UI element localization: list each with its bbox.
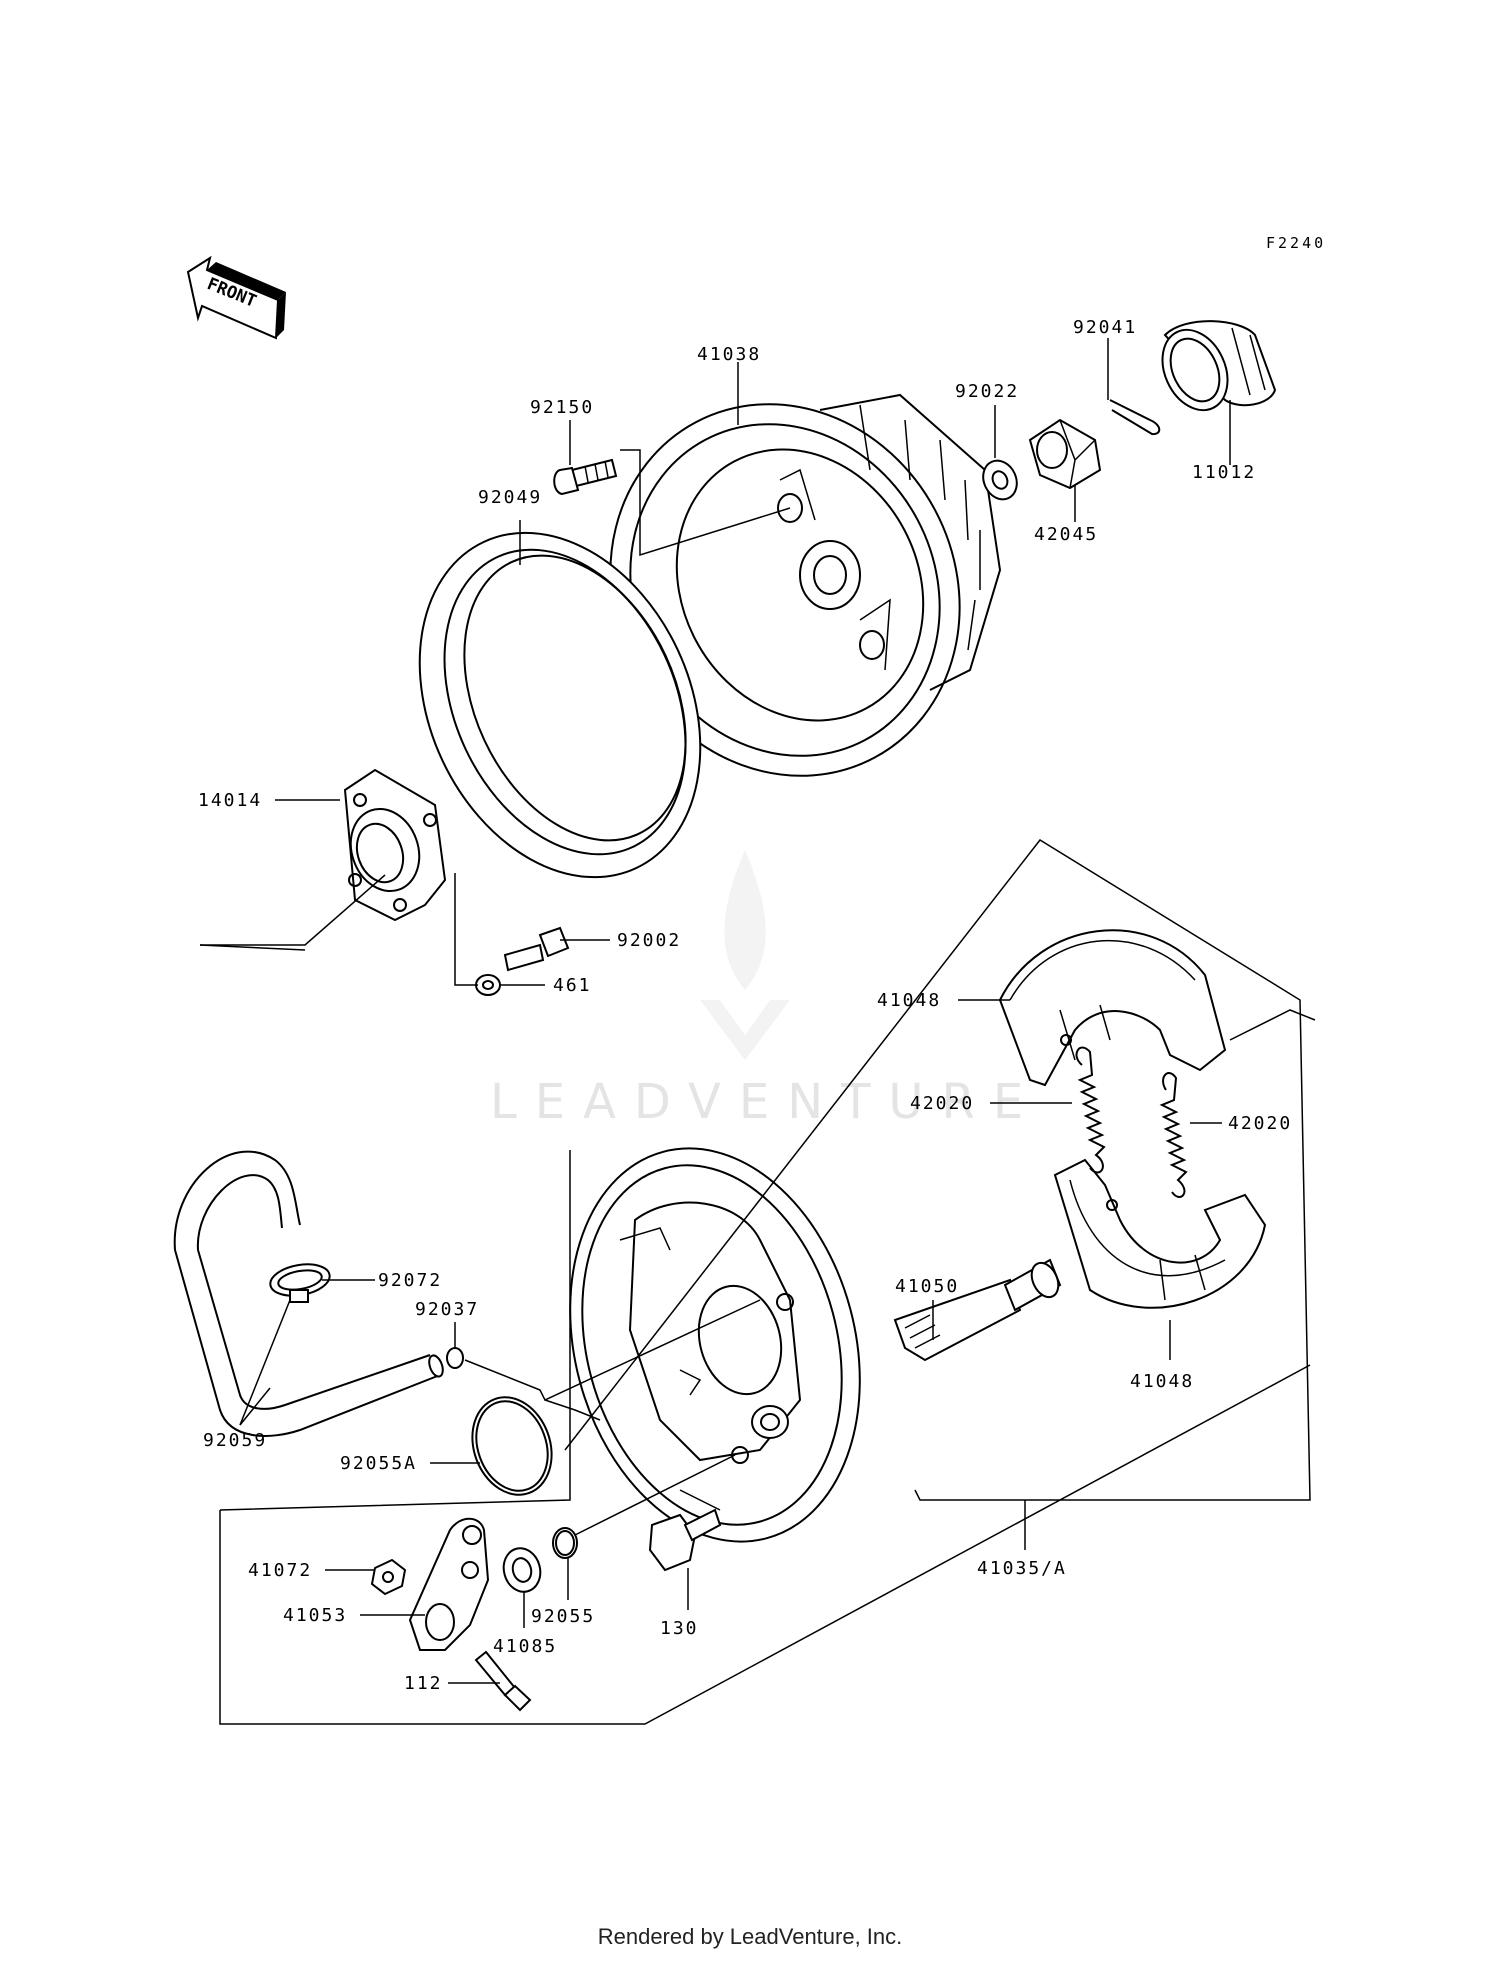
breather-hose-part (173, 1150, 444, 1437)
part-label-92002: 92002 (617, 930, 681, 951)
return-spring-left-part (1075, 1046, 1106, 1174)
part-label-41053: 41053 (283, 1605, 347, 1626)
part-label-41048-lower: 41048 (1130, 1371, 1194, 1392)
part-label-41038: 41038 (697, 344, 761, 365)
part-label-92055: 92055 (531, 1606, 595, 1627)
bolt-92150-part (553, 458, 618, 496)
bolt-92002-part (503, 926, 570, 972)
flange-bolt-130-part (648, 1508, 722, 1572)
o-ring-92055a-part (471, 1396, 553, 1496)
part-label-92059: 92059 (203, 1430, 267, 1451)
part-label-42020-left: 42020 (910, 1093, 974, 1114)
part-label-92049: 92049 (478, 487, 542, 508)
hose-clamp-part (269, 1263, 331, 1303)
part-label-92150: 92150 (530, 397, 594, 418)
o-ring-92055-part (552, 1527, 578, 1559)
castle-nut-part (1028, 418, 1102, 490)
cotter-pin-part (1109, 399, 1161, 436)
return-spring-right-part (1159, 1072, 1188, 1198)
diagram-code: F2240 (1266, 234, 1326, 252)
part-label-41072: 41072 (248, 1560, 312, 1581)
part-label-92055a: 92055A (340, 1453, 417, 1474)
part-label-42045: 42045 (1034, 524, 1098, 545)
part-label-130: 130 (660, 1618, 699, 1639)
part-label-42020-right: 42020 (1228, 1113, 1292, 1134)
bolt-112-part (474, 1650, 532, 1712)
brake-shoe-upper-part (998, 929, 1227, 1087)
bearing-flange-part (343, 768, 447, 922)
leader-lines (239, 338, 1231, 1684)
part-label-92072: 92072 (378, 1270, 442, 1291)
part-label-41035a: 41035/A (977, 1558, 1067, 1579)
brake-lever-part (408, 1517, 490, 1651)
brake-shoe-lower-part (1053, 1158, 1267, 1309)
part-label-92041: 92041 (1073, 317, 1137, 338)
oil-seal-ring-part (418, 531, 702, 879)
front-direction-arrow-icon: FRONT (186, 255, 286, 340)
thrust-washer-part (502, 1547, 542, 1593)
watermark-text: LEADVENTURE (490, 1074, 1041, 1130)
leadventure-flame-logo-icon (700, 850, 790, 1060)
brake-panel-part (569, 1147, 861, 1543)
part-label-92037: 92037 (415, 1299, 479, 1320)
lock-washer-461-part (475, 974, 501, 996)
clip-92037-part (446, 1347, 464, 1369)
part-label-41085: 41085 (493, 1636, 557, 1657)
dust-cap-part (1161, 320, 1277, 412)
lock-nut-41072-part (370, 1558, 407, 1596)
part-label-41048-upper: 41048 (877, 990, 941, 1011)
part-label-112: 112 (404, 1673, 443, 1694)
washer-92022-part (982, 459, 1018, 501)
part-label-11012: 11012 (1192, 462, 1256, 483)
render-credit-footer: Rendered by LeadVenture, Inc. (597, 1924, 903, 1949)
part-label-14014: 14014 (198, 790, 262, 811)
assembly-frame-lines (199, 449, 1316, 1725)
brake-camshaft-part (893, 1258, 1062, 1362)
part-label-92022: 92022 (955, 381, 1019, 402)
part-label-41050: 41050 (895, 1276, 959, 1297)
part-label-461: 461 (553, 975, 592, 996)
